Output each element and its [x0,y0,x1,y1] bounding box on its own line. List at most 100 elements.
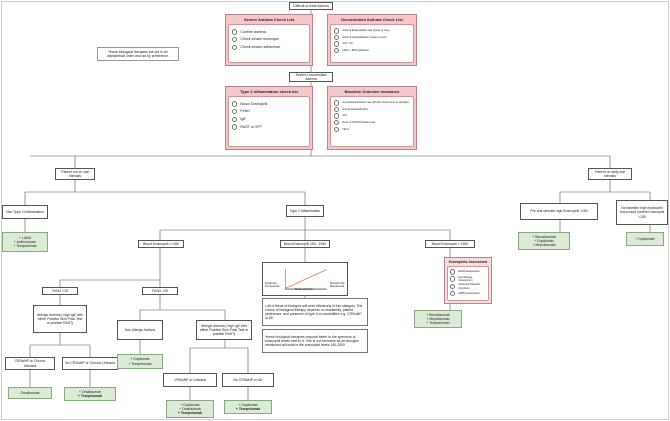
checklist-item-label: FEV1 < 80% predicted [342,49,369,52]
tx-item: + Azithromycin [13,239,37,244]
check-circle-icon [232,36,238,43]
graph-label-tezepelumab: Tezepelumab [265,284,280,288]
checklist-item: RAST or SPT [232,124,306,130]
node-label: CRSwNP or Chronic Urticaria [14,359,46,368]
checklist-item-label: ACT <20 [342,42,353,46]
node-feno-lt25: FeNO <25 [42,287,78,295]
type2-checklist-items: Blood Eosinophil FeNO IgE RAST or SPT [228,96,310,147]
tx-item: + Dupilumab [534,238,554,243]
check-circle-icon [450,276,456,282]
graph-label-benralizumab: Benralizumab [330,282,345,285]
type2-checklist: Type 2 inflammation check list Blood Eos… [225,86,313,150]
checklist-item: Stool and Parasitic Infections [450,283,486,290]
uncontrolled-checklist-title: Uncontrolled Asthma Check List [341,17,403,22]
uncontrolled-checklist: Uncontrolled Asthma Check List Asthma Ex… [327,14,417,66]
severe-checklist-items: Confirm asthma Check inhaler technique C… [228,24,310,63]
graph-label-blood-eos: Blood eosinophil [295,288,313,291]
tx-no-crswnp-ad: + Dupilumab + Tezepelumab [224,400,272,414]
node-label: FeNO <25 [52,288,68,293]
checklist-item: ACT <20 [334,41,410,47]
node-label: Blood Eosinophil =<150 [143,241,179,246]
node-crswnp-cu: CRSwNP or Chronic Urticaria [5,357,55,370]
node-crswnp-u: CRSwNP or Urticaria [163,373,217,387]
tx-item: + Mepolizumab [426,316,450,321]
checklist-item: IgE [232,116,306,123]
tx-item: + Tezepelumab [128,361,152,366]
spectrum-plot [285,268,327,290]
node-non-allergic: Non Allergic Asthma [117,320,163,340]
node-type2: Type 2 Inflammation [286,205,324,217]
check-circle-icon [334,126,340,132]
node-label: Difficult-to-treat Asthma [293,3,329,8]
check-circle-icon [334,41,340,47]
node-label: Patient not on oral steroids [61,169,89,178]
tx-item: + Tezepelumab [13,244,37,249]
checklist-item-label: Check inhaler technique [240,37,279,42]
tx-item: + Dupilumab [130,357,150,362]
severe-checklist-title: Severe Asthma Check List [243,17,295,22]
node-non-type2: Non Type 2 Inflammation [2,205,48,219]
tx-item: + Dupilumab [635,236,655,241]
baseline-measures-title: Baseline Outcome measures [344,89,400,94]
tx-item: + Mepolizumab [532,243,556,248]
note-biologics: *these biological therapies are put in a… [97,47,179,61]
checklist-item: Dose of ICS/OCS taken/year [334,119,410,126]
tx-ocs-none: + Dupilumab [626,232,664,246]
checklist-item: FeNO [232,108,306,115]
check-circle-icon [232,101,238,107]
check-circle-icon [232,116,238,123]
tx-item: + Tezepelumab [235,407,261,411]
check-circle-icon [450,269,456,275]
checklist-item: ABPA assessment [450,291,486,297]
node-label: Severe Uncontrolled Asthma [295,72,327,81]
node-label: Blood Eosinophil 150 - 1500 [283,241,327,246]
checklist-item-label: Dose of ICS/OCS taken/year [342,121,376,124]
note-text: • all of these of biologics will work ef… [265,303,363,321]
node-label: Allergic Asthma ( high IgE with either P… [199,323,249,337]
note-mid-2: *these biological therapies respond bett… [262,329,368,353]
note-text: *these biological therapies are put in a… [107,49,169,58]
node-eos-ge1500: Blood Eosinophil > 1500 [425,240,475,248]
check-circle-icon [334,47,340,54]
node-label: No CRSwNP or Chronic Urticaria [65,361,115,366]
checklist-item: ACT [334,113,410,119]
checklist-item: EGPA assessment [450,269,486,275]
checklist-item-label: Blood Eosinophil [240,101,268,106]
tx-item: + LAMA [18,235,32,240]
node-allergic-asthma-1: Allergic Asthma ( high IgE with either P… [33,305,87,333]
checklist-item-label: FEV1 [342,127,349,131]
checklist-item-label: Hematology Assessment [458,275,473,282]
tx-omalizumab: Omalizumab [8,387,52,399]
checklist-item-label: FeNO [240,109,250,114]
node-allergic-asthma-2: Allergic Asthma ( high IgE with either P… [196,320,252,340]
checklist-item: FEV1 < 80% predicted [334,47,410,54]
check-circle-icon [450,291,456,297]
checklist-item: Annual Hospitalization [334,106,410,113]
checklist-item: Asthma Hospitalization 1/year or more [334,34,410,41]
checklist-item: Hematology Assessment [450,276,486,282]
eos-assessment-title: Eosinophilic Assessment [448,260,488,264]
tx-item: + Omalizumab [79,389,101,394]
checklist-item-label: ABPA assessment [458,292,480,296]
checklist-item-label: Annual Exacerbation rate (fill with Oral… [342,101,409,105]
node-label: CRSwNP or Urticaria [174,377,206,382]
node-feno-ge25: FeNO >25 [142,287,178,295]
checklist-item: Annual Exacerbation rate (fill with Oral… [334,100,410,106]
node-ocs-high-eos: Pre oral steroids high Eosinophil >150 [520,203,598,220]
note-mid-1: • all of these of biologics will work ef… [262,298,368,326]
eos-assessment: Eosinophilic Assessment EGPA assessment … [444,257,492,304]
check-circle-icon [232,124,238,130]
node-label: Patient on daily oral steroids [595,169,625,178]
node-label: No baseline high eosinophil record and c… [619,206,665,219]
checklist-item: Check inhaler adherence [232,44,306,51]
check-circle-icon [232,29,238,35]
node-label: Non Type 2 Inflammation [6,209,44,214]
tx-item: + Dupilumab [180,402,200,407]
graph-label-mepolizumab: Mepolizumab [330,284,345,288]
tx-crswnp-u: + Dupilumab + Omalizumab + Tezepelumab [166,400,214,418]
checklist-item-label: RAST or SPT [240,124,263,129]
check-circle-icon [334,28,340,34]
